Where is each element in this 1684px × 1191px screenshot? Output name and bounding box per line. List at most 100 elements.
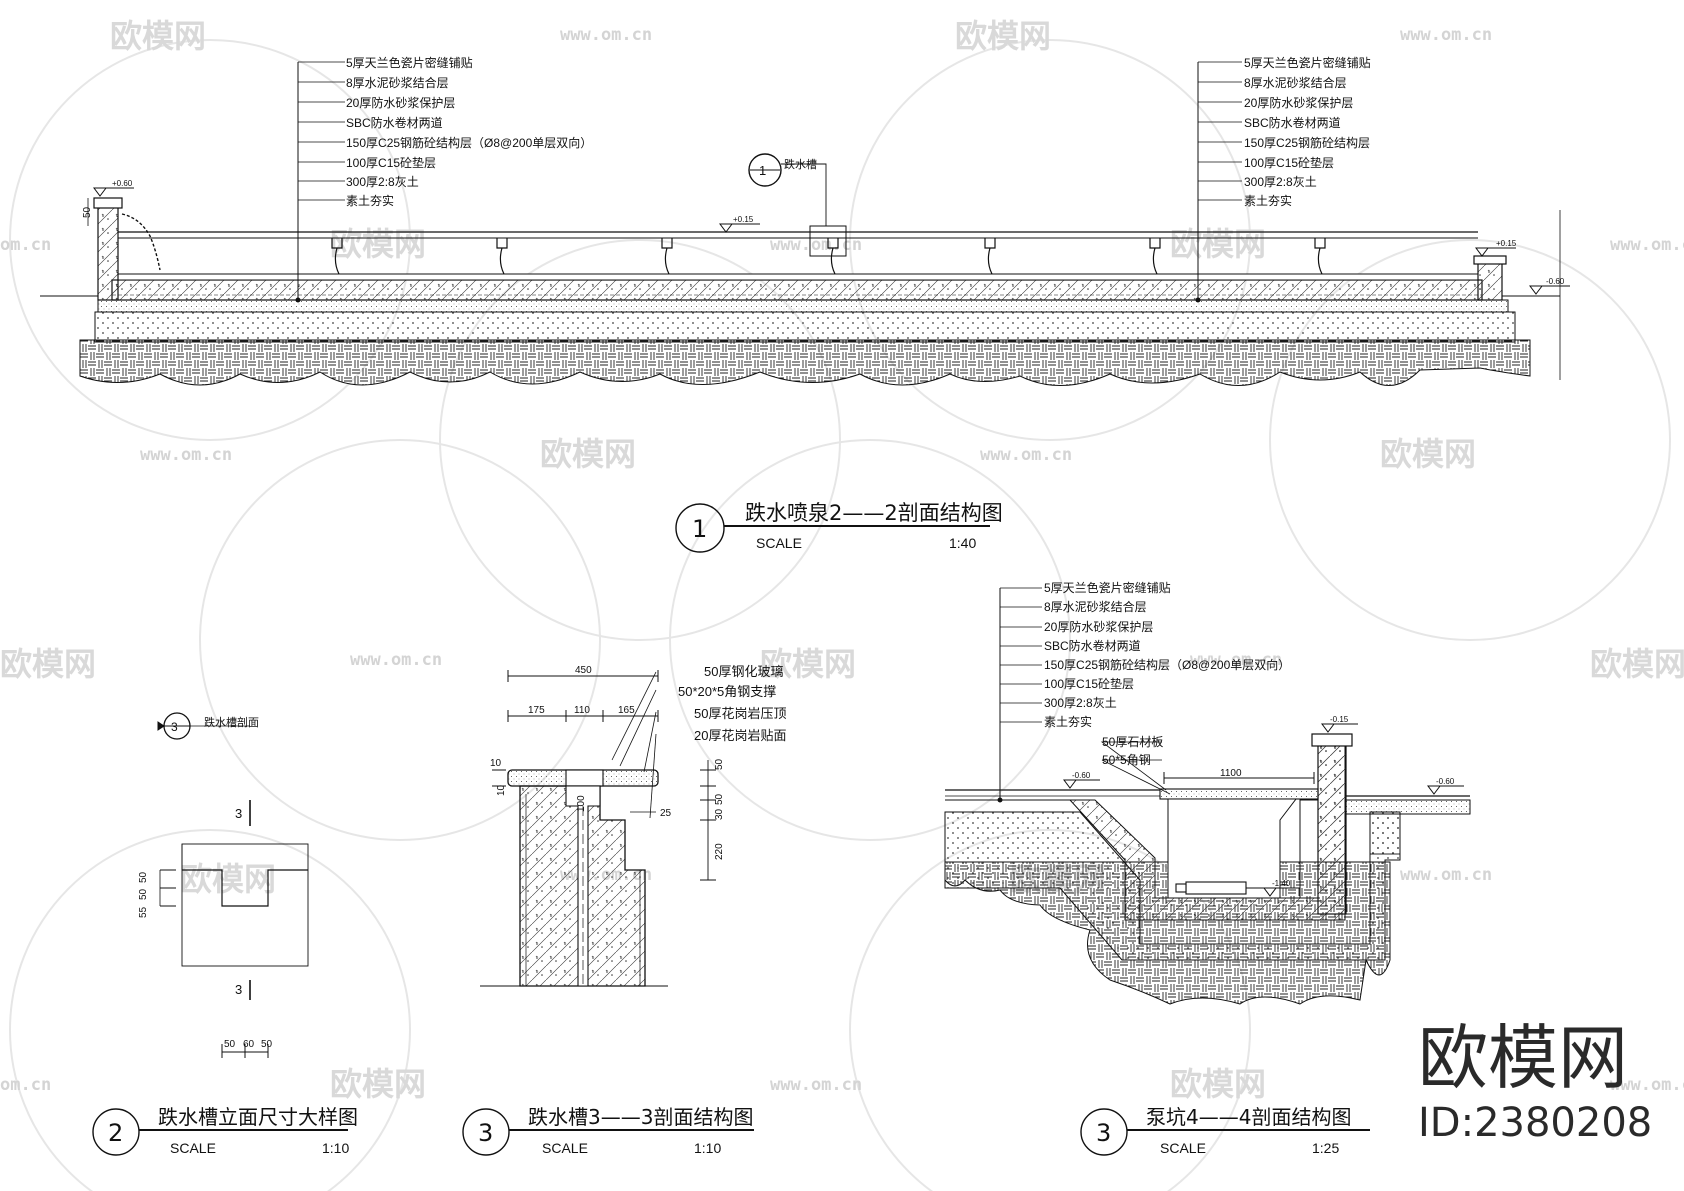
layer-label-3: 20厚防水砂浆保护层 [346,95,455,110]
pump-unit [1175,881,1266,895]
label-granite-coping: 50厚花岗岩压顶 [694,706,786,721]
dim-top-1: 175 [528,705,545,716]
right-coping [1473,255,1507,265]
right-wall [1477,261,1503,301]
elev-left: -0.60 [1072,771,1091,780]
section-title: 跌水槽3——3剖面结构图 [528,1105,753,1129]
dim-top-2: 110 [574,705,590,716]
dim-total: 450 [575,665,592,676]
watermark-url: www.om.cn [1400,865,1492,885]
watermark-url: www.om.cn [770,1075,862,1095]
watermark-logo: 欧模网 [760,645,856,683]
left-coping [93,197,123,209]
layer-ticks-left [298,61,345,201]
watermark-url: www.om.cn [1610,235,1684,255]
layer-label-right-8: 素土夯实 [1244,193,1292,208]
title-number: 3 [1096,1119,1111,1147]
layer-label-6: 100厚C15砼垫层 [346,155,436,170]
watermark-layer: 欧模网 欧模网 欧模网 欧模网 欧模网 欧模网 欧模网 欧模网 欧模网 欧模网 … [0,17,1684,1191]
pit-layer-label-7: 300厚2:8灰土 [1044,696,1117,710]
section-2-drawing [157,712,309,1058]
dim-25: 25 [660,808,672,819]
pit-layer-label-5: 150厚C25钢筋砼结构层（Ø8@200单层双向） [1044,657,1290,672]
scale-value: 1:10 [322,1140,349,1156]
elev-top: -0.15 [1330,715,1349,724]
section-title: 跌水槽立面尺寸大样图 [158,1105,358,1129]
brand-id: ID:2380208 [1418,1100,1652,1146]
elev-right-wall: +0.15 [1496,239,1517,248]
section-1-title: 1 跌水喷泉2——2剖面结构图 SCALE 1:40 [675,501,1003,553]
section-4-drawing [944,587,1471,1005]
watermark-url: www.om.cn [1190,650,1282,670]
dim-left-1: 10 [490,758,502,769]
layer-label-right-4: SBC防水卷材两道 [1244,115,1341,130]
label-angle-steel: 50*5角钢 [1102,753,1151,767]
cut-label-top: 3 [235,806,242,821]
scale-value: 1:40 [949,535,976,551]
watermark-logo: 欧模网 [330,1065,426,1103]
layer-label-5: 150厚C25钢筋砼结构层（Ø8@200单层双向） [346,135,592,150]
pit-right-wall [1317,743,1347,915]
elev-pit: -1.40 [1272,879,1291,888]
section-4-labels: 5厚天兰色瓷片密缝铺贴 8厚水泥砂浆结合层 20厚防水砂浆保护层 SBC防水卷材… [1044,580,1455,888]
pit-layer-label-6: 100厚C15砼垫层 [1044,676,1134,691]
left-wall [97,205,119,301]
watermark-url: www.om.cn [350,650,442,670]
watermark-logo: 欧模网 [330,225,426,263]
scale-label: SCALE [756,535,802,551]
section-title: 泵坑4——4剖面结构图 [1146,1105,1351,1129]
scale-label: SCALE [1160,1140,1206,1156]
watermark-url: www.om.cn [770,235,862,255]
pit-layer-label-1: 5厚天兰色瓷片密缝铺贴 [1044,580,1171,595]
watermark-url-partial: om.cn [0,1075,51,1095]
pit-layer-label-3: 20厚防水砂浆保护层 [1044,619,1153,634]
dim-h-3: 50 [261,1039,273,1050]
dim-left-2: 10 [496,784,507,796]
elev-marker-pit-top [1321,723,1358,733]
fountain-spouts [331,238,1326,275]
watermark-logo: 欧模网 [540,435,636,473]
scale-value: 1:10 [694,1140,721,1156]
dim-h-2: 60 [243,1039,255,1050]
section-1-labels: 5厚天兰色瓷片密缝铺贴 8厚水泥砂浆结合层 20厚防水砂浆保护层 SBC防水卷材… [82,55,1565,286]
watermark-url: www.om.cn [560,25,652,45]
soil-hatch [79,339,1531,386]
section-1-drawing [40,61,1570,386]
layer-label-right-2: 8厚水泥砂浆结合层 [1244,75,1347,90]
brand-name: 欧模网 [1418,1017,1628,1099]
stone-cover-plate [1159,788,1319,800]
pit-cavity [1167,798,1298,899]
watermark-logo: 欧模网 [955,17,1051,55]
dim-width: 1100 [1220,768,1242,779]
label-granite-facing: 20厚花岗岩贴面 [694,728,786,743]
elev-right: -0.60 [1436,777,1455,786]
layer-label-right-5: 150厚C25钢筋砼结构层 [1244,135,1370,150]
elev-water: +0.15 [733,215,754,224]
title-number: 1 [692,515,707,543]
pool-floor-finish [117,273,1479,281]
watermark-url: www.om.cn [1610,1075,1684,1095]
callout-circle [748,153,782,187]
scale-label: SCALE [542,1140,588,1156]
section-4-title: 3 泵坑4——4剖面结构图 SCALE 1:25 [1080,1105,1370,1156]
dim-v-2: 50 [138,888,149,900]
watermark-urls: www.om.cn www.om.cn om.cn www.om.cn www.… [0,25,1684,1095]
pit-layer-label-8: 素土夯实 [1044,714,1092,729]
pit-layer-ticks [1000,587,1042,723]
cut-label-bottom: 3 [235,982,242,997]
watermark-logo: 欧模网 [1170,1065,1266,1103]
watermark-logo: 欧模网 [0,645,96,683]
title-number: 2 [108,1119,123,1147]
elev-marker-left [93,187,134,197]
elev-marker-right-ground [1529,285,1570,295]
scale-label: SCALE [170,1140,216,1156]
section-2-labels: 3 跌水槽剖面 3 3 50 50 55 50 60 50 [138,715,273,1050]
trough-callout-box [809,225,847,257]
label-angle-steel: 50*20*5角钢支撑 [678,684,776,699]
watermark-url: www.om.cn [140,445,232,465]
layer-label-right-6: 100厚C15砼垫层 [1244,155,1334,170]
dim-100: 100 [576,795,587,812]
watermark-url-partial: om.cn [0,235,51,255]
callout-label: 跌水槽剖面 [204,715,259,729]
elev-marker-water [719,223,760,233]
